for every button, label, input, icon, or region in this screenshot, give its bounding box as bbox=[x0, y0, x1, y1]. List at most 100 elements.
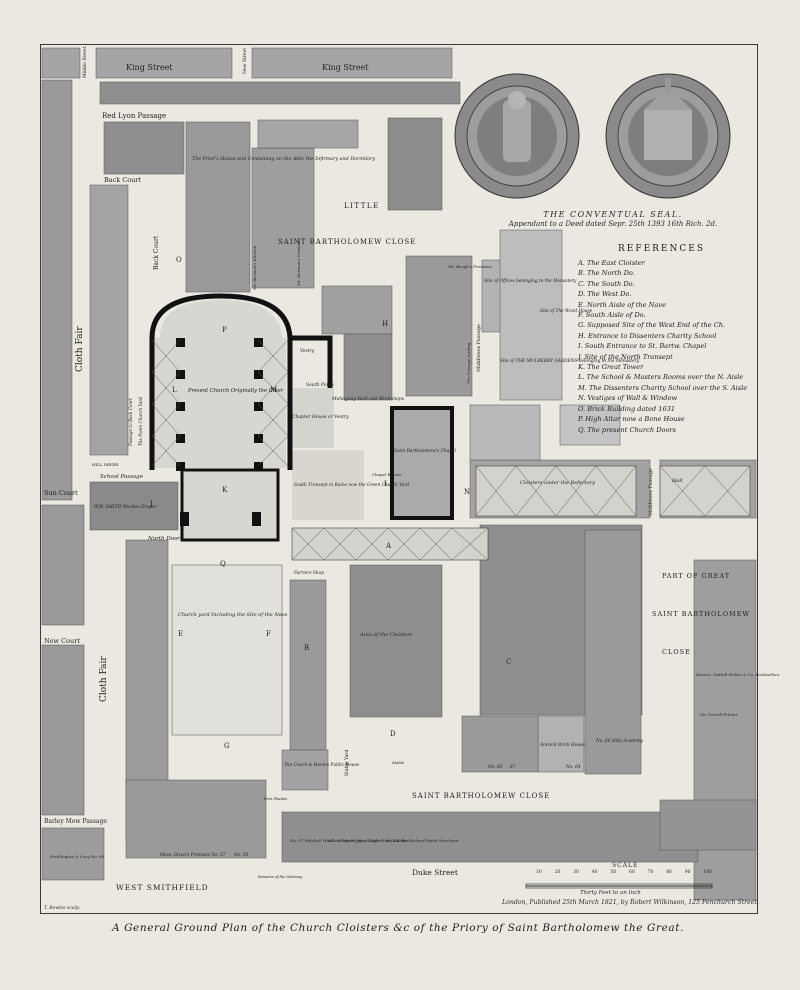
reference-item: J. Site of the North Transept bbox=[578, 352, 673, 361]
label-wiggins: No. 56 Mr. Wiggins Taylor bbox=[327, 838, 382, 843]
ref-letter-o: O bbox=[176, 256, 182, 264]
label-richard: No. 54 Mr. Richard Spirit Merchant bbox=[385, 838, 459, 843]
reference-item: G. Supposed Site of the West End of the … bbox=[578, 321, 726, 330]
label-mitchell: No. 57 Mitchell Woollen Draper bbox=[289, 838, 356, 843]
ref-letter-l: L bbox=[172, 386, 177, 394]
reference-item: N. Vestiges of Wall & Window bbox=[578, 394, 678, 403]
block-dixon bbox=[125, 779, 267, 859]
block-bottom-right bbox=[659, 799, 757, 851]
street-stable-yard: Stable Yard bbox=[344, 750, 350, 776]
scale-tick-label: 90 bbox=[684, 870, 691, 875]
street-st-bartholomew-close-top: SAINT BARTHOLOMEW CLOSE bbox=[278, 238, 416, 246]
ref-letter-j: J bbox=[149, 500, 153, 508]
label-area-of-cloisters: Area of the Cloisters bbox=[359, 632, 413, 638]
ref-letter-h: H bbox=[382, 320, 388, 328]
street-back-court: Back Court bbox=[104, 176, 141, 184]
street-cloth-fair-bottom: Cloth Fair bbox=[99, 656, 109, 702]
label-little: LITTLE bbox=[344, 202, 380, 210]
block-vestry-area bbox=[343, 333, 393, 401]
label-mr-burghs-premises: Mr. Burgh's Premises bbox=[447, 264, 492, 269]
label-coach-horses: The Coach & Horses Public House bbox=[284, 763, 360, 768]
label-passage-leading: The Passage leading bbox=[466, 342, 471, 384]
church-plan bbox=[150, 300, 452, 736]
block-left-lower-1 bbox=[41, 504, 85, 626]
label-priors-house: The Prior's House and Containing on the … bbox=[192, 156, 375, 162]
street-sun-court: Sun Court bbox=[44, 489, 78, 497]
conventual-seal-reverse bbox=[605, 73, 731, 199]
scale-tick-label: 40 bbox=[591, 870, 598, 875]
label-chapter-house: Chapter House or Vestry bbox=[292, 414, 349, 420]
south-transept-area bbox=[292, 450, 364, 520]
label-hills-academy: No. 66 Hills Academy bbox=[595, 739, 644, 744]
label-mulberry-gardens: Site of THE MULBERRY GARDENS belonging t… bbox=[500, 359, 640, 364]
label-mr-burmans-premises: Mr. Burman's Premises bbox=[296, 239, 301, 287]
conventual-seal-obverse bbox=[454, 73, 580, 199]
cloister-walks bbox=[291, 465, 751, 561]
label-sw-smith: W.W. SMITH Woollen Draper bbox=[94, 505, 158, 510]
reference-item: E. North Aisle of the Nave bbox=[578, 300, 666, 309]
publisher-line: London, Published 25th March 1821, by Ro… bbox=[502, 899, 759, 906]
street-duke-street: Duke Street bbox=[412, 868, 458, 877]
chapel-wall bbox=[390, 406, 454, 520]
block-smith bbox=[89, 481, 179, 531]
reference-item: B. The North Do. bbox=[578, 269, 635, 278]
label-no-58: No. 58 bbox=[233, 852, 248, 857]
label-no-65: No. 65 bbox=[487, 765, 503, 770]
ref-letter-p: P bbox=[222, 326, 227, 334]
block-king-street-north-right bbox=[251, 47, 453, 79]
ref-letter-e: E bbox=[178, 630, 183, 638]
reference-item: I. South Entrance to St. Bartw. Chapel bbox=[578, 342, 707, 351]
reference-item: C. The South Do. bbox=[578, 279, 635, 288]
church-apse bbox=[160, 300, 282, 338]
street-middle-street: Middle Street bbox=[82, 46, 88, 78]
block-priors-house bbox=[185, 121, 251, 293]
seal-caption: THE CONVENTUAL SEAL. Appendant to a Deed… bbox=[470, 210, 756, 228]
block-king-street-south bbox=[99, 81, 461, 105]
label-sorrell-printer: Mr. Sorrell Printer bbox=[699, 712, 739, 717]
label-stable: Stable bbox=[392, 760, 405, 765]
block-left-lower-3 bbox=[41, 827, 105, 881]
block-mr-burman bbox=[251, 147, 315, 289]
label-church-yard: Church yard Including the Site of the Na… bbox=[178, 612, 288, 618]
block-king-street-north-left bbox=[41, 47, 81, 79]
scale-caption: Thirty Feet to an Inch bbox=[580, 890, 641, 896]
great-tower bbox=[182, 470, 278, 540]
references-heading: REFERENCES bbox=[618, 244, 706, 254]
label-south-porch: South Porch bbox=[306, 382, 334, 388]
ref-letter-f: F bbox=[266, 630, 271, 638]
label-st-bartholomews-chapel: Saint Bartholomew's Chapel bbox=[394, 449, 457, 454]
scale-tick-label: 70 bbox=[647, 870, 654, 875]
label-hill-dryer: HILL DRYER bbox=[91, 462, 118, 467]
cloister-under-refectory bbox=[475, 465, 637, 517]
cloister-hall-strip bbox=[659, 465, 751, 517]
block-red-lyon bbox=[103, 121, 185, 175]
block-upper-right-box bbox=[387, 117, 443, 211]
ref-letter-c: C bbox=[506, 658, 511, 666]
block-mulberry bbox=[499, 229, 563, 401]
label-present-church: Present Church Originally the Choir bbox=[187, 388, 284, 394]
label-no-67: 67 bbox=[510, 765, 516, 770]
east-cloister bbox=[291, 527, 489, 561]
block-coach-horses bbox=[281, 749, 329, 791]
scale-tick-label: 10 bbox=[536, 870, 542, 875]
block-middle-right bbox=[469, 404, 541, 461]
label-site-of-wood-house: Site of The Wood House bbox=[540, 309, 593, 314]
street-west-smithfield: WEST SMITHFIELD bbox=[116, 883, 209, 892]
tower-wall bbox=[180, 468, 280, 542]
label-dixons-premises: Mess. Dixon's Premises No. 57 bbox=[159, 852, 226, 857]
seal-subtitle: Appendant to a Deed dated Sepr. 25th 139… bbox=[508, 220, 718, 228]
reference-item: D. The West Do. bbox=[578, 290, 632, 299]
block-hills-academy bbox=[584, 529, 642, 775]
street-st-bartholomew-right: SAINT BARTHOLOMEW bbox=[652, 610, 750, 618]
churchyard-nave bbox=[171, 564, 283, 736]
scale-tick-label: 60 bbox=[629, 870, 635, 875]
plate-title: A General Ground Plan of the Church Cloi… bbox=[111, 922, 685, 934]
street-new-court: New Court bbox=[44, 637, 80, 645]
scale-tick-label: 100 bbox=[703, 870, 712, 875]
reference-item: Q. The present Church Doors bbox=[578, 425, 676, 434]
street-king-street-b: King Street bbox=[322, 63, 369, 72]
street-barley-mow: Barley Mow Passage bbox=[44, 818, 107, 825]
scale-tick-label: 80 bbox=[666, 870, 672, 875]
label-no-64: No. 64 bbox=[565, 765, 581, 770]
